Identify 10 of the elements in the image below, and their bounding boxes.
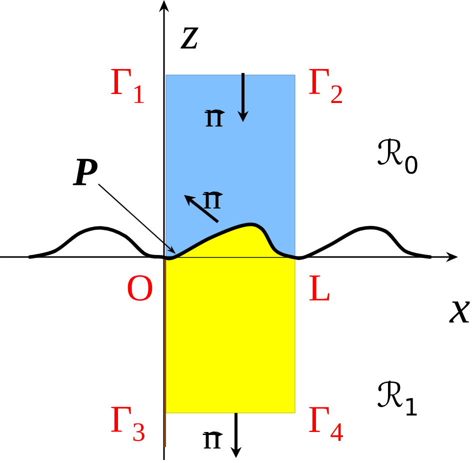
curve-label: P [72,158,98,186]
point-label: O [128,275,152,301]
region-label: ℛ$_{1}$ [378,380,417,416]
point-label: Γ$_{3}$ [111,406,144,442]
axis-label: x [449,301,470,323]
point-label: Γ$_{4}$ [309,407,343,441]
interface-curve [28,222,432,260]
region-label: ℛ$_{0}$ [378,138,418,174]
point-label: L [310,276,330,300]
lower-region [166,256,296,414]
